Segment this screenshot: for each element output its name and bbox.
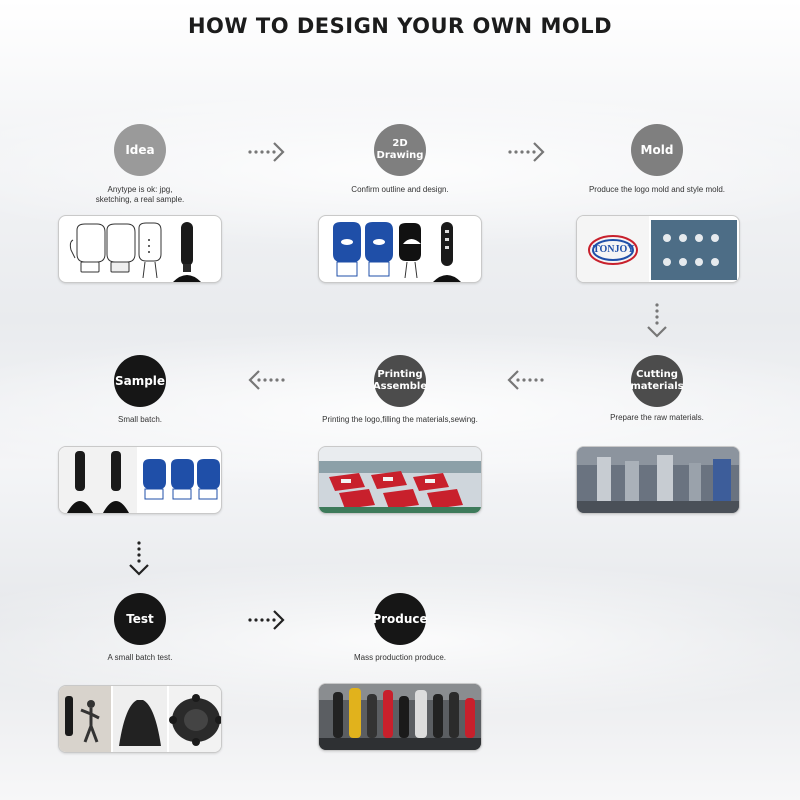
step-image-printing: [318, 446, 482, 514]
step-desc-test: A small batch test.: [107, 653, 173, 662]
arrow-left-icon: [247, 360, 287, 400]
step-image-cutting: [576, 446, 740, 514]
step-circle-printing: Printing Assemble: [373, 355, 427, 407]
arrow-left-icon: [506, 360, 546, 400]
mold-logo-text: TONJOY: [593, 244, 635, 255]
step-image-mold: TONJOY: [576, 215, 740, 283]
step-circle-mold: Mold: [631, 124, 683, 176]
step-desc-mold: Produce the logo mold and style mold.: [588, 185, 726, 194]
step-desc-printing: Printing the logo,filling the materials,…: [322, 415, 478, 424]
step-desc-idea: Anytype is ok: jpg, sketching, a real sa…: [95, 185, 185, 204]
step-circle-idea: Idea: [114, 124, 166, 176]
arrow-down-icon: [637, 302, 677, 342]
step-desc-drawing: Confirm outline and design.: [351, 185, 449, 194]
step-circle-sample: Sample: [114, 355, 166, 407]
step-desc-produce: Mass production produce.: [353, 653, 447, 662]
step-circle-produce: Produce: [372, 593, 428, 645]
arrow-right-icon: [246, 132, 286, 172]
arrow-right-icon: [246, 600, 286, 640]
step-desc-sample: Small batch.: [117, 415, 163, 424]
step-image-produce: [318, 683, 482, 751]
step-image-test: [58, 685, 222, 753]
step-circle-test: Test: [114, 593, 166, 645]
arrow-right-icon: [506, 132, 546, 172]
step-circle-drawing: 2D Drawing: [374, 124, 426, 176]
step-circle-cutting: Cutting materials: [630, 355, 684, 407]
step-image-drawing: [318, 215, 482, 283]
page-title: HOW TO DESIGN YOUR OWN MOLD: [187, 14, 613, 38]
step-image-sample: [58, 446, 222, 514]
step-desc-cutting: Prepare the raw materials.: [610, 413, 704, 422]
step-image-idea: [58, 215, 222, 283]
arrow-down-icon: [119, 540, 159, 580]
